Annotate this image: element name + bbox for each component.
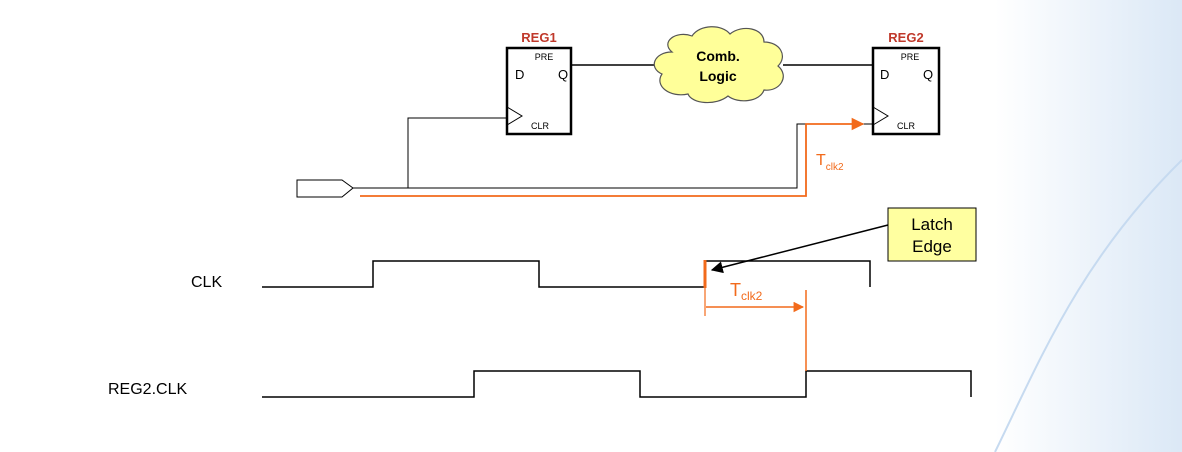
reg1-title: REG1 xyxy=(521,30,556,45)
signal-label-reg2-clk: REG2.CLK xyxy=(108,381,187,398)
latch-edge-callout: Latch Edge xyxy=(710,207,977,274)
clock-input-port xyxy=(296,179,354,198)
comb-logic-line1: Comb. xyxy=(696,48,740,64)
comb-logic-cloud: Comb. Logic xyxy=(653,26,784,104)
reg1-clr-label: CLR xyxy=(531,121,550,131)
callout-arrow xyxy=(710,224,889,274)
reg1-d-pin: D xyxy=(515,67,524,82)
comb-logic-line2: Logic xyxy=(699,68,737,84)
reg2-pre-label: PRE xyxy=(901,52,920,62)
reg2-q-pin: Q xyxy=(923,67,933,82)
reg1-pre-label: PRE xyxy=(535,52,554,62)
timing-delay-label: Tclk2 xyxy=(730,280,763,303)
clock-net-to-reg1 xyxy=(407,117,507,188)
waveform-reg2-clk xyxy=(262,370,972,398)
reg2-clr-label: CLR xyxy=(897,121,916,131)
reg2-clock-triangle xyxy=(872,106,889,126)
reg1-box xyxy=(505,46,573,136)
slide-swoosh xyxy=(994,159,1182,452)
callout-box xyxy=(887,207,977,262)
path-delay-label: Tclk2 xyxy=(816,152,844,173)
slide-side-decoration xyxy=(995,0,1182,452)
clock-delay-path xyxy=(360,117,865,197)
reg2-title: REG2 xyxy=(888,30,923,45)
signal-label-clk: CLK xyxy=(191,274,222,291)
reg2-register: REG2 PRE D Q CLR xyxy=(871,30,941,136)
callout-line1: Latch xyxy=(911,215,953,234)
reg1-clock-triangle xyxy=(506,106,523,126)
reg1-q-pin: Q xyxy=(558,67,568,82)
reg1-register: REG1 PRE D Q CLR xyxy=(505,30,573,136)
clock-net-to-reg2 xyxy=(353,123,873,189)
reg2-box xyxy=(871,46,941,136)
callout-line2: Edge xyxy=(912,237,952,256)
waveform-clk xyxy=(262,260,871,288)
reg2-d-pin: D xyxy=(880,67,889,82)
